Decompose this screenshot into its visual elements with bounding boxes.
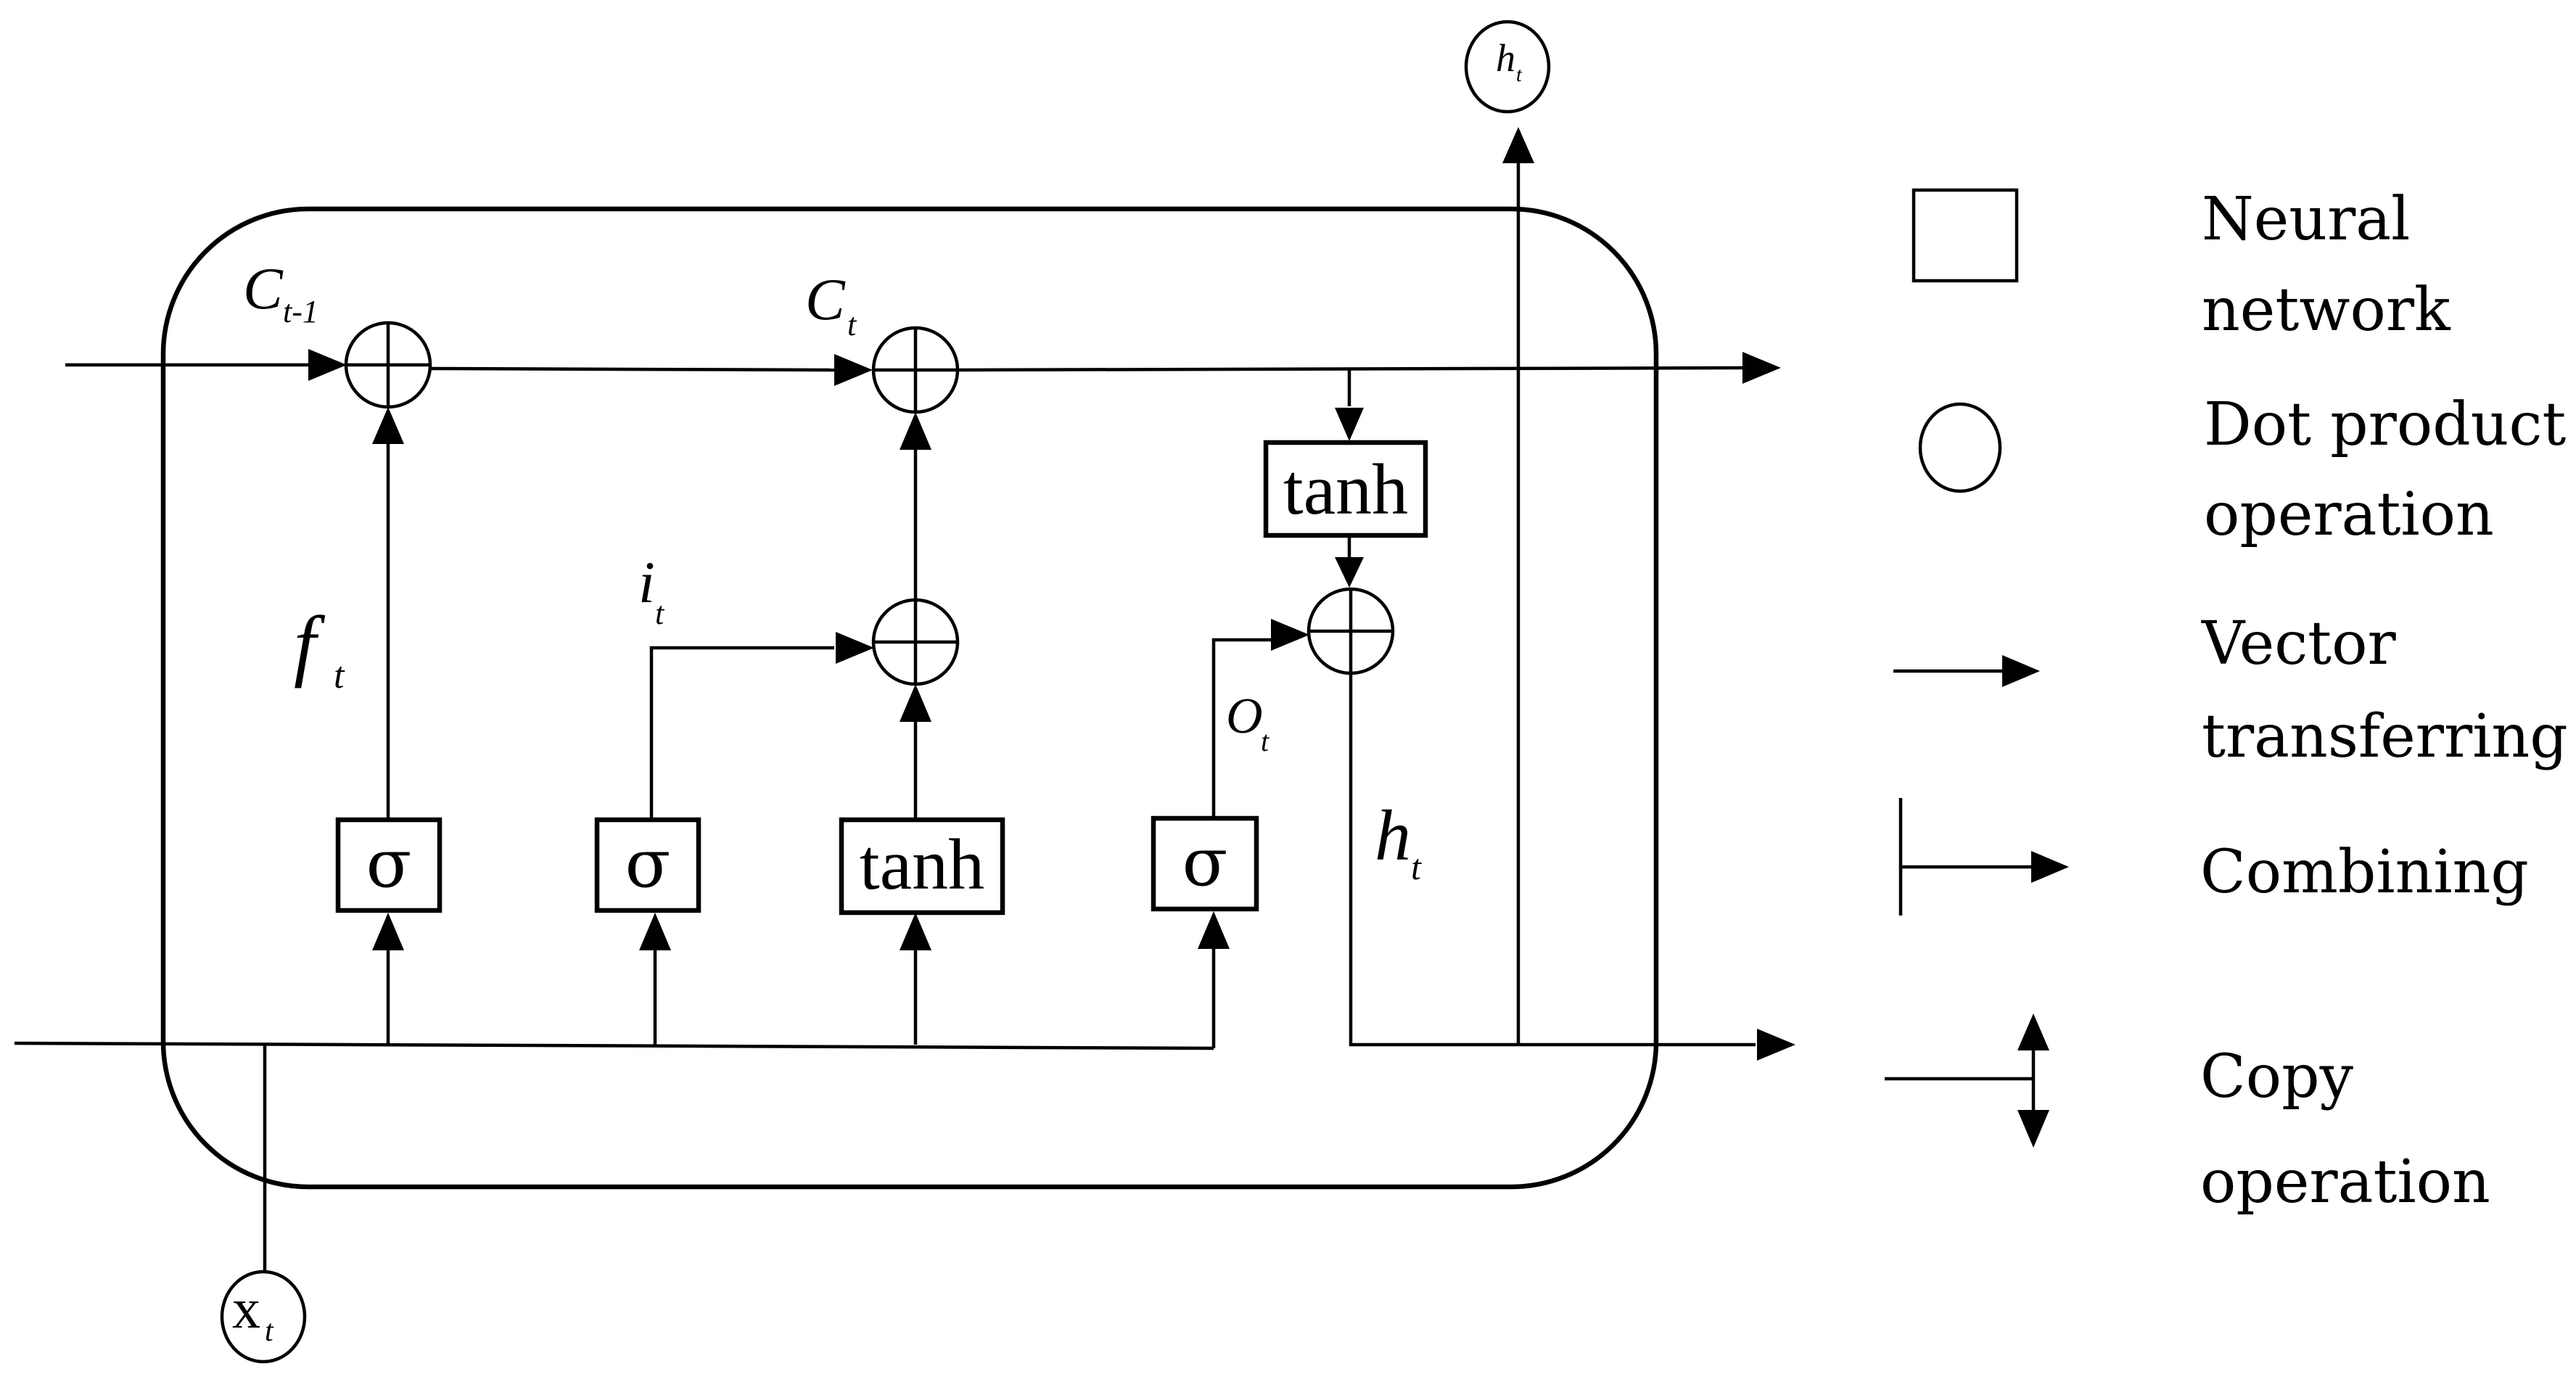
candidate-tanh-box <box>839 817 1005 916</box>
cell-tanh-box <box>1263 440 1428 538</box>
h-t-top-label: h t <box>1496 36 1523 86</box>
svg-text:h: h <box>1375 795 1411 876</box>
candidate-input-arrowhead <box>900 913 931 950</box>
svg-text:O: O <box>1226 688 1263 744</box>
svg-text:t: t <box>334 655 345 696</box>
forget-sigma-box <box>335 817 443 913</box>
cell-to-tanh-arrowhead <box>1335 408 1364 441</box>
legend-copy-line1: Copy <box>2200 1042 2354 1111</box>
svg-text:C: C <box>805 266 846 332</box>
o-t-label: O t <box>1226 688 1270 757</box>
legend-combining-label: Combining <box>2200 838 2529 907</box>
legend-dot-product-line2: operation <box>2204 480 2494 549</box>
legend-copy-line2: operation <box>2200 1148 2490 1217</box>
svg-text:x: x <box>232 1277 260 1340</box>
legend-copy-down-arrowhead <box>2017 1110 2049 1148</box>
hidden-output-arrowhead <box>1757 1029 1795 1061</box>
legend-neural-network-icon <box>1912 188 2019 283</box>
legend-copy-up-arrowhead <box>2017 1013 2049 1050</box>
cell-tanh-label: tanh <box>1283 449 1408 530</box>
legend-combining-arrowhead <box>2031 851 2069 883</box>
forget-gate-up-arrowhead <box>372 407 404 444</box>
hidden-output-path <box>1349 673 1756 1047</box>
svg-text:h: h <box>1496 36 1515 80</box>
hidden-output-node <box>1464 20 1551 114</box>
cell-state-mid-arrowhead <box>834 354 873 386</box>
x-t-label: x t <box>232 1277 274 1348</box>
candidate-tanh-label: tanh <box>860 824 984 905</box>
svg-text:t: t <box>1261 725 1270 757</box>
output-gate-arrowhead <box>1271 619 1309 651</box>
svg-text:t: t <box>1411 847 1422 887</box>
input-sigma-label: σ <box>625 825 671 902</box>
c-prev-label: C t-1 <box>243 255 318 329</box>
h-t-inner-label: h t <box>1375 795 1422 887</box>
legend-vector-line2: transferring <box>2202 702 2568 771</box>
svg-text:C: C <box>243 255 284 321</box>
forget-input-arrowhead <box>372 913 404 950</box>
svg-text:t: t <box>265 1315 274 1348</box>
i-t-label: i t <box>638 549 665 631</box>
legend-vector-line1: Vector <box>2201 609 2396 678</box>
forget-sigma-label: σ <box>366 825 412 902</box>
legend-neural-network-line1: Neural <box>2202 185 2410 254</box>
output-sigma-label: σ <box>1182 823 1228 901</box>
legend-neural-network-line2: network <box>2202 276 2451 345</box>
output-gate-path <box>1211 638 1273 818</box>
svg-text:f: f <box>294 600 326 688</box>
c-t-label: C t <box>805 266 857 342</box>
legend-vector-arrowhead <box>2002 655 2040 687</box>
input-op-up-arrowhead <box>900 412 931 450</box>
lstm-cell-boundary <box>160 206 1659 1190</box>
legend-dot-product-line1: Dot product <box>2204 390 2566 459</box>
candidate-up-arrowhead <box>900 684 931 722</box>
svg-text:t-1: t-1 <box>283 294 318 329</box>
hidden-up-arrowhead <box>1502 127 1534 163</box>
input-sigma-box <box>594 817 701 913</box>
input-gate-path <box>649 646 834 820</box>
svg-text:t: t <box>655 596 665 631</box>
svg-text:t: t <box>847 307 857 342</box>
input-gate-arrowhead <box>836 632 874 664</box>
legend-dot-product-icon <box>1918 402 2002 493</box>
cell-state-output-line <box>957 366 1749 372</box>
svg-text:t: t <box>1516 64 1523 86</box>
tanh-to-output-op-arrowhead <box>1335 557 1364 588</box>
cell-state-input-arrowhead <box>308 349 347 381</box>
input-x-node <box>220 1270 307 1364</box>
input-x-line <box>14 1041 1214 1050</box>
input-input-arrowhead <box>639 913 671 950</box>
svg-text:i: i <box>638 549 655 615</box>
output-input-arrowhead <box>1198 911 1230 949</box>
legend: Neural network Dot product operation Vec… <box>1885 185 2568 1217</box>
cell-state-output-arrowhead <box>1742 352 1781 384</box>
cell-state-mid-line <box>429 366 835 372</box>
f-t-label: f t <box>294 600 345 696</box>
output-sigma-box <box>1151 815 1259 912</box>
